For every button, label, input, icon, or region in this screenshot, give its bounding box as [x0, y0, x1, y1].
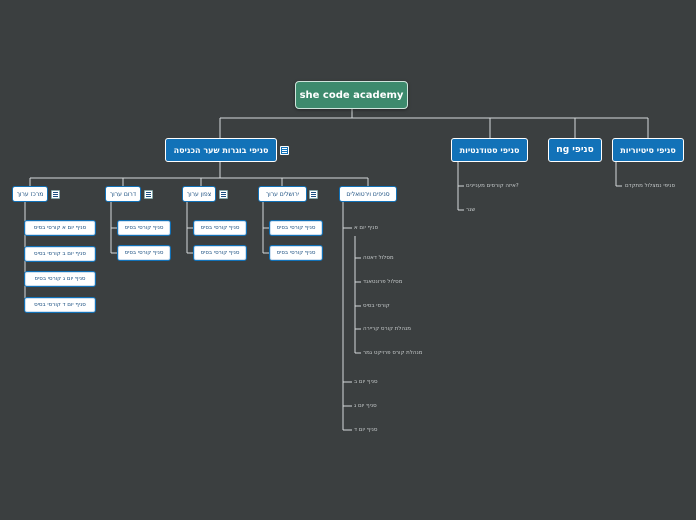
virtual-day-a: סניף יום א — [354, 225, 379, 231]
branch-students[interactable]: סניפי סטודנטיות — [451, 138, 528, 162]
virtual-day-a-child-2: מסלול פרונטאנד — [363, 279, 403, 285]
region-jerusalem[interactable]: ירושלים ערוך — [258, 186, 307, 202]
north-leaf-1[interactable]: סניף קורסי בסיס — [193, 220, 247, 236]
notes-icon[interactable] — [51, 190, 60, 199]
region-south[interactable]: דרום ערוך — [105, 186, 141, 202]
notes-icon[interactable] — [280, 146, 289, 155]
virtual-day-a-child-1: מסלול דאטה — [363, 255, 394, 261]
center-leaf-day-d[interactable]: סניף יום ד קורסי בסיס — [24, 297, 96, 313]
south-leaf-2[interactable]: סניף קורסי בסיס — [117, 245, 171, 261]
jerusalem-leaf-1[interactable]: סניף קורסי בסיס — [269, 220, 323, 236]
center-leaf-day-b[interactable]: סניף יום ב קורסי בסיס — [24, 246, 96, 262]
branch-ng[interactable]: ng סניפי — [548, 138, 602, 162]
virtual-day-a-child-4: מנהלת קורס קריירה — [363, 326, 412, 332]
branch-cities[interactable]: סניפי סיטיוריות — [612, 138, 684, 162]
center-leaf-day-a[interactable]: סניף יום א קורסי בסיס — [24, 220, 96, 236]
region-virtual[interactable]: סניפים וירטואלים — [339, 186, 397, 202]
region-center[interactable]: מרכז ערוך — [12, 186, 48, 202]
center-leaf-day-c[interactable]: סניף יום ג קורסי בסיס — [24, 271, 96, 287]
notes-icon[interactable] — [309, 190, 318, 199]
virtual-day-c: סניף יום ג — [354, 403, 377, 409]
region-north[interactable]: צפון ערוך — [182, 186, 216, 202]
jerusalem-leaf-2[interactable]: סניף קורסי בסיס — [269, 245, 323, 261]
branch-adults[interactable]: סניפי בוגרות שער הכניסה — [165, 138, 277, 162]
virtual-day-d: סניף יום ד — [354, 427, 378, 433]
students-child-2: שגר — [466, 207, 476, 213]
notes-icon[interactable] — [144, 190, 153, 199]
students-child-1: איזה קורסים מעניינים? — [466, 183, 519, 189]
root-node[interactable]: she code academy — [295, 81, 408, 109]
north-leaf-2[interactable]: סניף קורסי בסיס — [193, 245, 247, 261]
notes-icon[interactable] — [219, 190, 228, 199]
south-leaf-1[interactable]: סניף קורסי בסיס — [117, 220, 171, 236]
cities-child-text: סניפי נמצלול מתקדם — [625, 183, 676, 189]
virtual-day-a-child-3: קורסי בסיס — [363, 303, 390, 309]
virtual-day-b: סניף יום ב — [354, 379, 378, 385]
virtual-day-a-child-5: מנהלת קורס פרויקט גמר — [363, 350, 423, 356]
